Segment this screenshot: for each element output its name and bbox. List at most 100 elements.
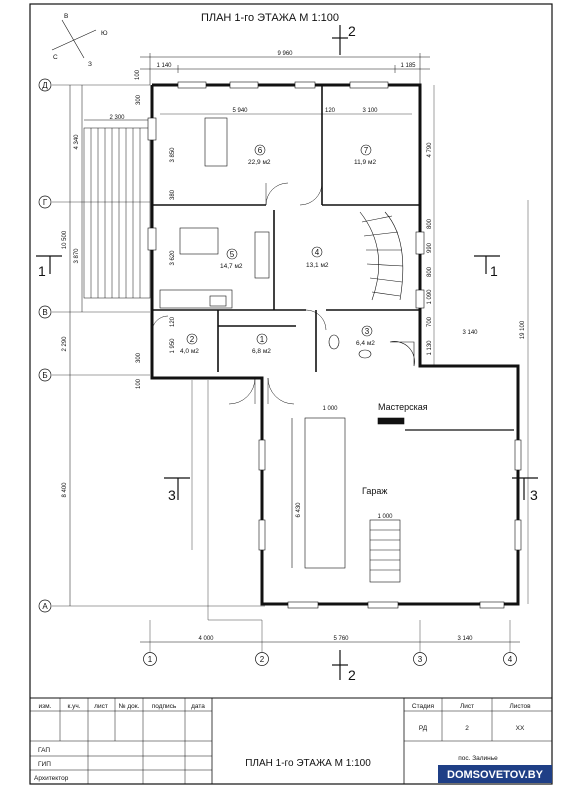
dims-left bbox=[69, 85, 83, 606]
stamp-h-kuch: к.уч. bbox=[67, 703, 80, 710]
svg-text:2: 2 bbox=[190, 335, 195, 344]
axis-g: Г bbox=[43, 198, 48, 207]
dim-380: 380 bbox=[170, 189, 176, 200]
dim-5940: 5 940 bbox=[232, 108, 248, 114]
stamp-role-arch: Архитектор bbox=[34, 775, 69, 782]
room-3: 3 6,4 м2 bbox=[356, 325, 375, 347]
dim-100b: 100 bbox=[136, 378, 142, 389]
svg-text:2: 2 bbox=[348, 667, 356, 683]
stamp bbox=[29, 697, 553, 785]
dim-left-3870: 3 870 bbox=[74, 248, 80, 264]
dim-3620: 3 620 bbox=[170, 250, 176, 266]
workshop-label: Мастерская bbox=[378, 402, 428, 412]
dim-3850: 3 850 bbox=[170, 147, 176, 163]
dim-garage-1000b: 1 000 bbox=[377, 514, 393, 520]
dim-left-8400: 8 400 bbox=[62, 482, 68, 498]
dim-700: 700 bbox=[427, 316, 433, 327]
svg-text:6,4 м2: 6,4 м2 bbox=[356, 340, 375, 347]
section-3-right: 3 bbox=[512, 477, 538, 503]
windows bbox=[147, 81, 522, 609]
house-walls bbox=[150, 83, 520, 606]
svg-text:2: 2 bbox=[348, 23, 356, 39]
section-1-right: 1 bbox=[474, 255, 500, 279]
stamp-h-sign: подпись bbox=[152, 703, 177, 710]
room-5: 5 14,7 м2 bbox=[220, 248, 243, 270]
compass-s: З bbox=[88, 61, 92, 68]
dim-120a: 120 bbox=[325, 108, 336, 114]
svg-text:11,9 м2: 11,9 м2 bbox=[354, 159, 376, 166]
stamp-role-gap: ГАП bbox=[38, 747, 50, 754]
axis-markers-horizontal: 1 2 3 4 bbox=[143, 652, 517, 666]
axis-b: Б bbox=[42, 371, 47, 380]
plan-title: ПЛАН 1-го ЭТАЖА М 1:100 bbox=[201, 12, 339, 24]
room-4: 4 13,1 м2 bbox=[306, 246, 329, 269]
stamp-sheet: 2 bbox=[465, 725, 469, 732]
axis-lines-horizontal bbox=[149, 620, 511, 652]
stamp-title: ПЛАН 1-го ЭТАЖА М 1:100 bbox=[245, 758, 371, 769]
dim-left-2290: 2 290 bbox=[62, 336, 68, 352]
compass-rose: В Ю С З bbox=[51, 13, 108, 68]
dim-4000: 4 000 bbox=[198, 636, 214, 642]
stamp-sheets: XX bbox=[516, 725, 525, 732]
room-7: 7 11,9 м2 bbox=[354, 144, 376, 166]
svg-text:3: 3 bbox=[168, 487, 176, 503]
axis-d: Д bbox=[42, 81, 48, 90]
dims-right bbox=[433, 85, 529, 604]
dim-top-total: 9 960 bbox=[277, 51, 293, 57]
svg-text:1: 1 bbox=[490, 263, 498, 279]
section-1-left: 1 bbox=[36, 255, 62, 279]
svg-text:1: 1 bbox=[38, 263, 46, 279]
stamp-h-list: лист bbox=[94, 703, 108, 710]
axis-3: 3 bbox=[418, 655, 423, 664]
doors bbox=[151, 182, 327, 405]
dim-3140r: 3 140 bbox=[462, 330, 478, 336]
svg-text:7: 7 bbox=[364, 146, 369, 155]
section-3-left: 3 bbox=[164, 477, 190, 503]
axis-a: А bbox=[42, 602, 48, 611]
stamp-h-izm: изм. bbox=[39, 703, 52, 710]
compass-n: В bbox=[64, 13, 68, 20]
svg-text:14,7 м2: 14,7 м2 bbox=[220, 263, 243, 270]
dim-1130: 1 130 bbox=[427, 340, 433, 356]
stamp-col-sheets: Листов bbox=[509, 703, 531, 710]
dim-3140: 3 140 bbox=[457, 636, 473, 642]
watermark-badge bbox=[438, 765, 552, 783]
dim-top-left: 1 140 bbox=[156, 63, 172, 69]
axis-markers-vertical: Д Г В Б А bbox=[38, 78, 52, 613]
dim-top-right: 1 185 bbox=[400, 63, 416, 69]
room-6: 6 22,9 м2 bbox=[248, 144, 271, 166]
terrace bbox=[83, 119, 151, 299]
watermark-text: DOMSOVETOV.BY bbox=[447, 769, 544, 781]
svg-text:13,1 м2: 13,1 м2 bbox=[306, 262, 329, 269]
dim-1090: 1 090 bbox=[427, 289, 433, 305]
svg-text:3: 3 bbox=[365, 327, 370, 336]
axis-lines-vertical bbox=[52, 84, 265, 607]
stamp-h-date: дата bbox=[191, 703, 205, 710]
dim-300a: 300 bbox=[136, 94, 142, 105]
dim-300b: 300 bbox=[136, 352, 142, 363]
section-2-bottom: 2 bbox=[332, 650, 356, 683]
svg-text:4,0 м2: 4,0 м2 bbox=[180, 348, 199, 355]
stamp-col-sheet: Лист bbox=[460, 703, 474, 710]
section-2-top: 2 bbox=[332, 23, 356, 55]
axis-v: В bbox=[42, 308, 47, 317]
fixtures bbox=[159, 117, 514, 583]
dims-top bbox=[140, 53, 430, 85]
ramp bbox=[191, 380, 262, 621]
dim-garage-1000a: 1 000 bbox=[322, 406, 338, 412]
dim-4790: 4 790 bbox=[427, 142, 433, 158]
dim-990: 990 bbox=[427, 242, 433, 253]
svg-text:3: 3 bbox=[530, 487, 538, 503]
dim-top-side: 100 bbox=[135, 69, 141, 80]
dim-800a: 800 bbox=[427, 218, 433, 229]
dim-3100: 3 100 bbox=[362, 108, 378, 114]
room-1: 1 6,8 м2 bbox=[252, 333, 271, 355]
svg-text:4: 4 bbox=[315, 248, 320, 257]
svg-text:1: 1 bbox=[260, 335, 265, 344]
dim-800b: 800 bbox=[427, 266, 433, 277]
stamp-stage: РД bbox=[419, 725, 428, 732]
svg-text:5: 5 bbox=[230, 250, 235, 259]
sheet-frame bbox=[29, 3, 553, 785]
dim-19100: 19 100 bbox=[520, 320, 526, 339]
compass-e: Ю bbox=[101, 30, 108, 37]
